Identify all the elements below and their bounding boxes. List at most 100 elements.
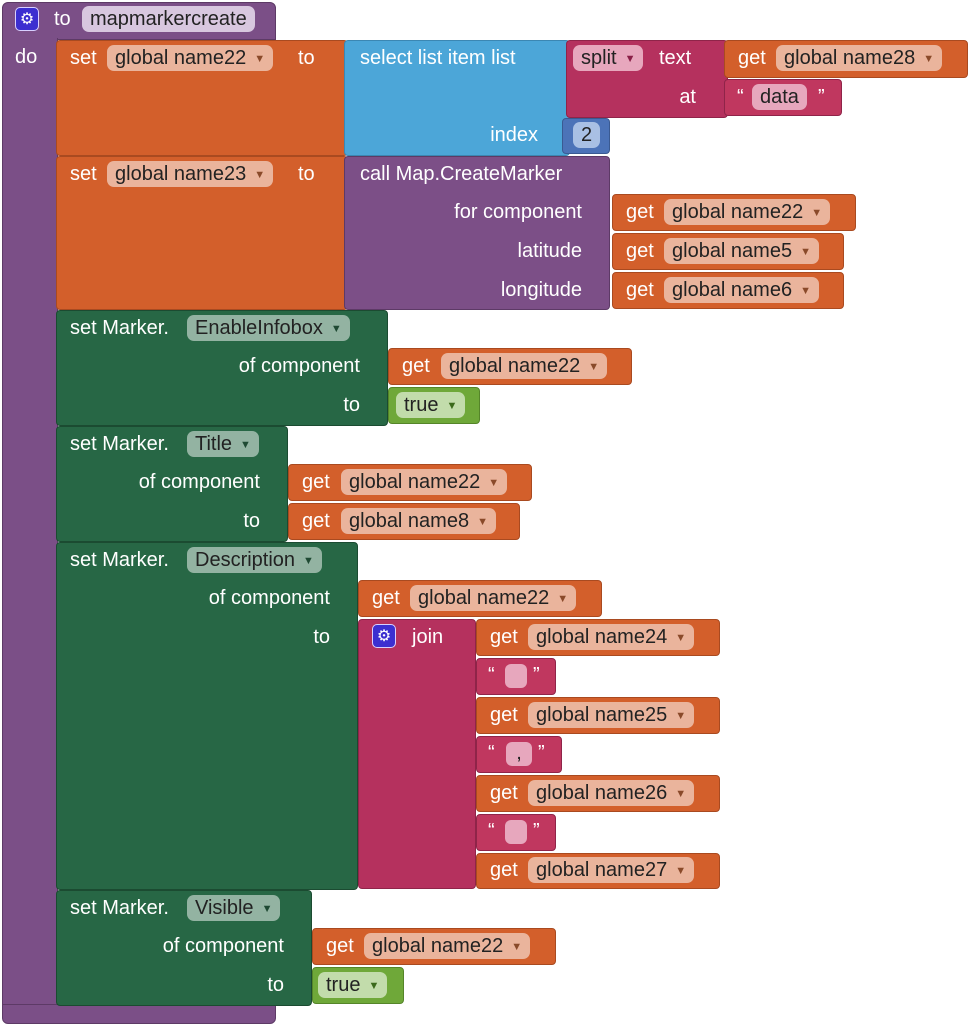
- get-label: get: [490, 704, 518, 726]
- variable-dropdown[interactable]: global name22 ▼: [410, 585, 577, 611]
- set-marker-description-block[interactable]: [56, 542, 358, 890]
- get-label: get: [402, 355, 430, 377]
- variable-dropdown[interactable]: global name22▼: [341, 469, 508, 495]
- variable-dropdown[interactable]: global name6▼: [664, 277, 819, 303]
- variable-name: global name25: [536, 704, 668, 726]
- dropdown-arrow-icon: ▼: [446, 400, 458, 412]
- procedure-body-rail: [2, 38, 58, 1010]
- close-quote: ”: [533, 820, 540, 842]
- dropdown-arrow-icon: ▼: [675, 632, 687, 644]
- dropdown-arrow-icon: ▼: [330, 323, 342, 335]
- dropdown-arrow-icon: ▼: [675, 788, 687, 800]
- variable-name: global name22: [418, 587, 550, 609]
- latitude-label: latitude: [517, 240, 583, 262]
- string-data-field[interactable]: data: [752, 84, 807, 110]
- to-label: to: [343, 394, 360, 416]
- to-label: to: [298, 163, 315, 185]
- dropdown-arrow-icon: ▼: [588, 361, 600, 373]
- property-name: Title: [195, 433, 233, 455]
- open-quote: “: [488, 820, 495, 842]
- select-list-item-label: select list item list: [360, 47, 516, 69]
- variable-dropdown[interactable]: global name22▼: [107, 45, 274, 71]
- dropdown-arrow-icon: ▼: [800, 246, 811, 258]
- variable-dropdown[interactable]: global name22▼: [441, 353, 608, 379]
- open-quote: “: [737, 86, 744, 108]
- select-list-item-block[interactable]: [344, 40, 570, 156]
- property-dropdown[interactable]: Visible ▼: [187, 895, 281, 921]
- split-dropdown[interactable]: split ▼: [573, 45, 644, 71]
- variable-dropdown[interactable]: global name22 ▼: [664, 199, 831, 225]
- dropdown-arrow-icon: ▼: [923, 53, 935, 65]
- variable-dropdown[interactable]: global name24 ▼: [528, 624, 695, 650]
- index-number-field[interactable]: 2: [573, 122, 601, 148]
- variable-dropdown[interactable]: global name23▼: [107, 161, 274, 187]
- dropdown-arrow-icon: ▼: [675, 865, 687, 877]
- dropdown-arrow-icon: ▼: [477, 516, 488, 528]
- close-quote: ”: [818, 86, 825, 108]
- get-label: get: [626, 240, 654, 262]
- set-label: set: [70, 163, 97, 185]
- dropdown-arrow-icon: ▼: [557, 593, 569, 605]
- dropdown-arrow-icon: ▼: [624, 53, 636, 65]
- variable-dropdown[interactable]: global name28 ▼: [776, 45, 943, 71]
- string-field[interactable]: [505, 820, 527, 844]
- join-block[interactable]: [358, 619, 476, 889]
- true-dropdown[interactable]: true▼: [396, 392, 466, 418]
- procedure-footer: [2, 1004, 276, 1024]
- set-marker-label: set Marker.: [70, 433, 169, 455]
- property-name: EnableInfobox: [195, 317, 323, 339]
- property-name: Description: [195, 549, 296, 571]
- dropdown-arrow-icon: ▼: [811, 207, 823, 219]
- variable-name: global name26: [536, 782, 668, 804]
- of-component-label: of component: [238, 355, 360, 377]
- string-field[interactable]: [506, 742, 532, 766]
- property-dropdown[interactable]: EnableInfobox ▼: [187, 315, 350, 341]
- dropdown-arrow-icon: ▼: [303, 555, 314, 567]
- dropdown-arrow-icon: ▼: [511, 941, 523, 953]
- close-quote: ”: [538, 742, 545, 764]
- for-component-label: for component: [454, 201, 582, 223]
- variable-name: global name24: [536, 626, 668, 648]
- set-marker-label: set Marker.: [70, 897, 169, 919]
- dropdown-arrow-icon: ▼: [261, 903, 273, 915]
- variable-dropdown[interactable]: global name5▼: [664, 238, 819, 264]
- gear-icon[interactable]: ⚙: [372, 624, 396, 648]
- get-label: get: [372, 587, 400, 609]
- property-dropdown[interactable]: Description ▼: [187, 547, 322, 573]
- variable-name: global name22: [672, 201, 804, 223]
- call-map-createmarker-block[interactable]: [344, 156, 610, 310]
- dropdown-arrow-icon: ▼: [254, 53, 266, 65]
- property-dropdown[interactable]: Title ▼: [187, 431, 259, 457]
- procedure-name-field[interactable]: mapmarkercreate: [82, 6, 255, 32]
- variable-dropdown[interactable]: global name27▼: [528, 857, 695, 883]
- get-label: get: [626, 201, 654, 223]
- split-label: split: [581, 47, 617, 69]
- variable-dropdown[interactable]: global name8 ▼: [341, 508, 496, 534]
- dropdown-arrow-icon: ▼: [240, 439, 251, 451]
- true-dropdown[interactable]: true▼: [318, 972, 388, 998]
- string-field[interactable]: [505, 664, 527, 688]
- join-label: join: [412, 626, 444, 648]
- get-label: get: [326, 935, 354, 957]
- get-label: get: [490, 859, 518, 881]
- dropdown-arrow-icon: ▼: [254, 169, 266, 181]
- true-value: true: [326, 974, 361, 996]
- to-label: to: [313, 626, 330, 648]
- longitude-label: longitude: [500, 279, 582, 301]
- property-name: Visible: [195, 897, 254, 919]
- variable-dropdown[interactable]: global name25▼: [528, 702, 695, 728]
- variable-name: global name8: [349, 510, 470, 532]
- to-label: to: [298, 47, 315, 69]
- variable-name: global name6: [672, 279, 793, 301]
- get-label: get: [490, 782, 518, 804]
- variable-dropdown[interactable]: global name22 ▼: [364, 933, 531, 959]
- set-marker-visible-block[interactable]: [56, 890, 312, 1006]
- get-label: get: [626, 279, 654, 301]
- set-marker-label: set Marker.: [70, 317, 169, 339]
- index-label: index: [490, 124, 538, 146]
- variable-name: global name22: [372, 935, 504, 957]
- variable-name: global name28: [784, 47, 916, 69]
- gear-icon[interactable]: ⚙: [15, 7, 39, 31]
- variable-dropdown[interactable]: global name26 ▼: [528, 780, 695, 806]
- dropdown-arrow-icon: ▼: [488, 477, 500, 489]
